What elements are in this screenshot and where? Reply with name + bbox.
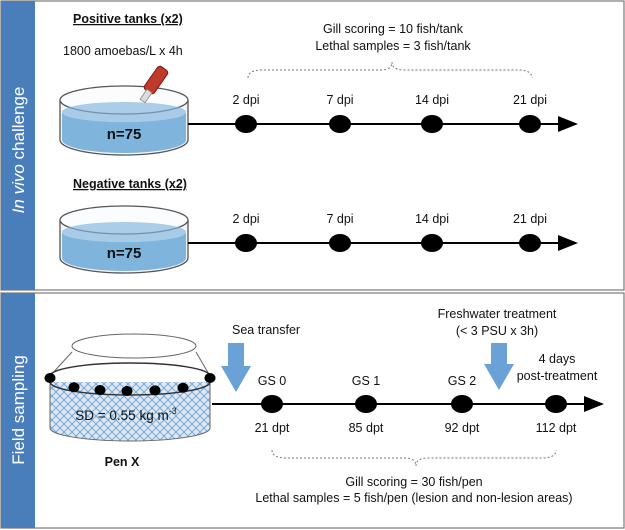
dose-text: 1800 amoebas/L x 4h [63,44,183,58]
positive-tank: n=75 [59,85,189,156]
water-negative [62,232,186,271]
side-bar-top [1,1,35,290]
gs-label: GS 2 [448,374,477,388]
float-buoy [121,385,133,396]
side-bar-bottom [1,293,35,528]
sea-pen: SD = 0.55 kg m-3 Pen X [44,333,216,469]
float-buoy [94,385,106,396]
timepoint-positive-dot [421,115,443,133]
timepoint-negative-label: 7 dpi [326,212,353,226]
dpt-label: 112 dpt [536,421,577,435]
timepoint-negative-label: 2 dpi [232,212,259,226]
timepoint-positive-dot [519,115,541,133]
dpt-label: 85 dpt [349,421,384,435]
field-timepoint-dot [545,395,567,413]
gs-label: GS 0 [258,374,287,388]
panel-in-vivo: In vivo challenge Positive tanks (x2) 18… [0,0,625,291]
freshwater-line2: (< 3 PSU x 3h) [456,324,538,338]
negative-tank-count: n=75 [107,245,142,262]
bottom-bracket-line1: Gill scoring = 30 fish/pen [345,475,482,489]
pipette-icon [139,65,169,104]
post-line2: post-treatment [517,369,598,383]
freshwater-arrow [484,343,514,390]
top-bracket-line1: Gill scoring = 10 fish/tank [323,22,464,36]
timepoint-positive-dot [329,115,351,133]
side-label-top: In vivo challenge [9,87,28,214]
float-buoy [177,382,189,393]
timepoint-positive-label: 14 dpi [415,93,449,107]
top-bracket-line2: Lethal samples = 3 fish/tank [315,39,471,53]
panel-field-sampling: Field sampling Sea transfer Freshwater t… [0,292,625,529]
gs-label: GS 1 [352,374,381,388]
side-label-bottom: Field sampling [9,355,28,465]
timepoint-negative-label: 21 dpi [513,212,547,226]
float-buoy [44,373,56,383]
pen-name: Pen X [105,455,140,469]
top-bracket [247,61,533,79]
sea-transfer-arrow [221,343,251,392]
timepoint-negative-label: 14 dpi [415,212,449,226]
water-positive [62,112,186,153]
freshwater-line1: Freshwater treatment [438,307,557,321]
sea-transfer-label: Sea transfer [232,323,300,337]
bottom-bracket-line2: Lethal samples = 5 fish/pen (lesion and … [255,491,572,505]
float-buoy [149,385,161,396]
dpt-label: 92 dpt [445,421,480,435]
negative-tanks-title: Negative tanks (x2) [73,177,187,191]
float-buoy [68,382,80,393]
post-line1: 4 days [539,352,576,366]
timepoint-negative-dot [329,234,351,252]
float-buoy [204,373,216,383]
field-timepoint-dot [355,395,377,413]
pen-floats [44,373,216,396]
bottom-bracket [271,449,557,467]
field-timepoint-dot [451,395,473,413]
field-timepoint-dot [261,395,283,413]
dpt-label: 21 dpt [255,421,290,435]
timepoint-positive-label: 2 dpi [232,93,259,107]
timepoint-negative-dot [235,234,257,252]
timepoint-positive-label: 7 dpi [326,93,353,107]
positive-tanks-title: Positive tanks (x2) [73,12,183,26]
timepoint-negative-dot [421,234,443,252]
timepoint-positive-label: 21 dpi [513,93,547,107]
pen-density: SD = 0.55 kg m-3 [75,406,176,423]
negative-tank: n=75 [59,205,189,274]
positive-tank-count: n=75 [107,126,142,143]
timepoint-negative-dot [519,234,541,252]
timepoint-positive-dot [235,115,257,133]
